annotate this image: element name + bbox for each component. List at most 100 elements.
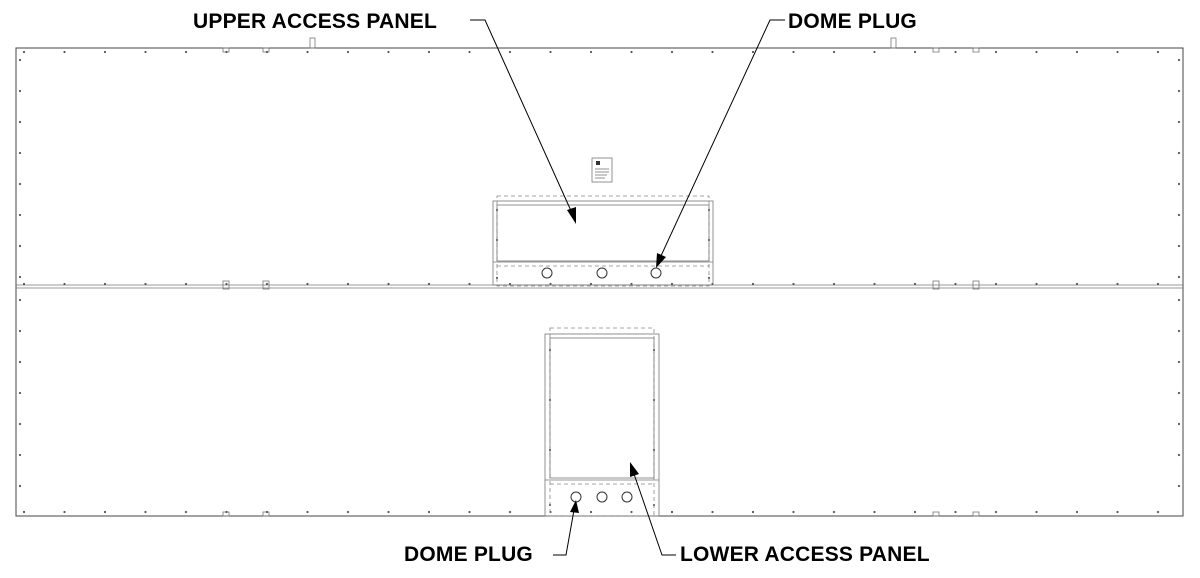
bolt-dot [508, 510, 512, 514]
nameplate [591, 157, 613, 183]
bolt-dot [670, 510, 674, 514]
bolt-dot [18, 213, 22, 217]
bolt-dot [913, 282, 917, 286]
bolt-dot [265, 50, 269, 54]
bolt-dot [103, 282, 107, 286]
bolt-dot [427, 50, 431, 54]
bolt-dot [1177, 89, 1181, 93]
lifting-lug-left [309, 37, 316, 49]
bolt-dot [1075, 50, 1079, 54]
bolt-dot [22, 282, 26, 286]
bolt-dot [103, 50, 107, 54]
bolt-dot [1177, 182, 1181, 186]
bolt-dot [630, 282, 633, 286]
bolt-dot [1177, 244, 1181, 248]
bolt-dot [1177, 213, 1181, 217]
bolt-dot [1035, 282, 1038, 286]
bolt-dot [994, 282, 998, 286]
bolt-dot [873, 510, 876, 514]
bolt-dot [18, 58, 22, 62]
bolt-dot [265, 282, 269, 286]
bolt-dot [387, 50, 390, 54]
bolt-dot [994, 510, 998, 514]
bolt-dot [103, 510, 107, 514]
bolt-dot [18, 329, 22, 333]
bolt-dot [1177, 120, 1181, 124]
bolt-dot [18, 422, 22, 426]
bolt-dot [427, 510, 431, 514]
bolt-dot [630, 510, 633, 514]
bolt-dot [22, 50, 26, 54]
bolt-dot [1116, 510, 1119, 514]
lower-access-panel [544, 327, 660, 517]
bolt-dot [1177, 360, 1181, 364]
bolt-dot [832, 510, 836, 514]
bolt-dot [508, 50, 512, 54]
bolt-dot [549, 282, 552, 286]
bolt-dot [792, 50, 795, 54]
bolt-dot [670, 282, 674, 286]
perimeter-bolts [18, 50, 1181, 514]
bolt-dot [751, 282, 755, 286]
bolt-dot [306, 510, 309, 514]
bolt-dot [751, 510, 755, 514]
dome-plug-upper-1 [541, 267, 553, 279]
dome-plug-lower-3 [621, 491, 633, 503]
dome-plug-upper-3 [650, 267, 662, 279]
bolt-dot [63, 282, 66, 286]
bolt-dot [1075, 282, 1079, 286]
bolt-dot [225, 50, 228, 54]
bolt-dot [18, 275, 22, 279]
bolt-dot [994, 50, 998, 54]
bolt-dot [1156, 510, 1160, 514]
bolt-dot [22, 510, 26, 514]
bolt-dot [954, 510, 957, 514]
bolt-dot [387, 282, 390, 286]
bolt-dot [1116, 282, 1119, 286]
bolt-dot [589, 50, 593, 54]
bolt-dot [711, 50, 714, 54]
leader-dome-plug-bottom [553, 500, 579, 556]
lifting-lug-right [890, 37, 897, 49]
callout-dome-plug-top: DOME PLUG [788, 10, 917, 33]
bolt-dot [792, 510, 795, 514]
bolt-dot [18, 484, 22, 488]
dome-plug-lower-2 [596, 491, 608, 503]
bolt-dot [1156, 282, 1160, 286]
bolt-dot [144, 50, 147, 54]
bolt-dot [873, 282, 876, 286]
bolt-dot [18, 391, 22, 395]
bolt-dot [468, 282, 471, 286]
bolt-dot [184, 282, 188, 286]
bolt-dot [346, 510, 350, 514]
bolt-dot [346, 282, 350, 286]
bolt-dot [1035, 510, 1038, 514]
bolt-dot [184, 510, 188, 514]
bolt-dot [913, 510, 917, 514]
bolt-dot [670, 50, 674, 54]
bolt-dot [913, 50, 917, 54]
bolt-dot [1177, 58, 1181, 62]
bolt-dot [306, 282, 309, 286]
bolt-dot [18, 244, 22, 248]
bolt-dot [1177, 329, 1181, 333]
bolt-dot [18, 453, 22, 457]
bolt-dot [1156, 50, 1160, 54]
bolt-dot [468, 50, 471, 54]
bolt-dot [18, 89, 22, 93]
bolt-dot [1177, 298, 1181, 302]
bolt-dot [144, 510, 147, 514]
bolt-dot [468, 510, 471, 514]
bolt-dot [792, 282, 795, 286]
bolt-dot [306, 50, 309, 54]
bolt-dot [18, 182, 22, 186]
bolt-dot [225, 510, 228, 514]
bolt-dot [18, 120, 22, 124]
bolt-dot [630, 50, 633, 54]
leader-lower-access-panel [630, 462, 676, 556]
leader-dome-plug-top [656, 19, 785, 268]
bolt-dot [63, 50, 66, 54]
bolt-dot [427, 282, 431, 286]
bolt-dot [1177, 484, 1181, 488]
